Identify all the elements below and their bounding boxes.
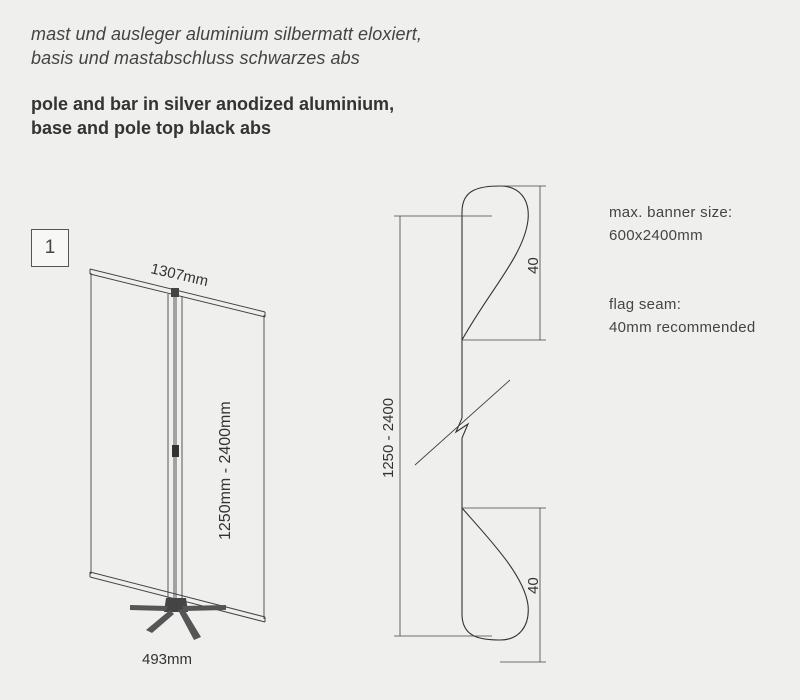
bottom-seam-label: 40	[525, 577, 542, 594]
banner-size-title: max. banner size:	[609, 204, 733, 221]
bottom-seam-dimension	[462, 507, 546, 663]
flag-seam-title: flag seam:	[609, 296, 682, 313]
heading-english-line-2: base and pole top black abs	[31, 118, 272, 138]
heading-german: mast und ausleger aluminium silbermatt e…	[31, 22, 422, 70]
profile-height-label: 1250 - 2400	[380, 398, 397, 478]
stand-height-label: 1250mm - 2400mm	[217, 401, 234, 540]
heading-english-line-1: pole and bar in silver anodized aluminiu…	[31, 94, 395, 114]
flag-seam-info: flag seam: 40mm recommended	[609, 293, 756, 339]
heading-german-line-2: basis und mastabschluss schwarzes abs	[31, 48, 360, 68]
banner-size-info: max. banner size: 600x2400mm	[609, 201, 733, 247]
flag-profile-outline	[454, 185, 529, 641]
banner-size-value: 600x2400mm	[609, 227, 703, 244]
top-seam-dimension	[462, 185, 546, 341]
figure-number-badge: 1	[31, 229, 69, 267]
heading-english: pole and bar in silver anodized aluminiu…	[31, 92, 394, 140]
profile-height-dimension	[394, 215, 492, 637]
banner-stand-illustration	[89, 268, 266, 640]
flag-seam-value: 40mm recommended	[609, 319, 756, 336]
heading-german-line-1: mast und ausleger aluminium silbermatt e…	[31, 24, 422, 44]
top-seam-label: 40	[525, 257, 542, 274]
stand-base-label: 493mm	[142, 651, 192, 668]
break-line	[414, 379, 511, 466]
